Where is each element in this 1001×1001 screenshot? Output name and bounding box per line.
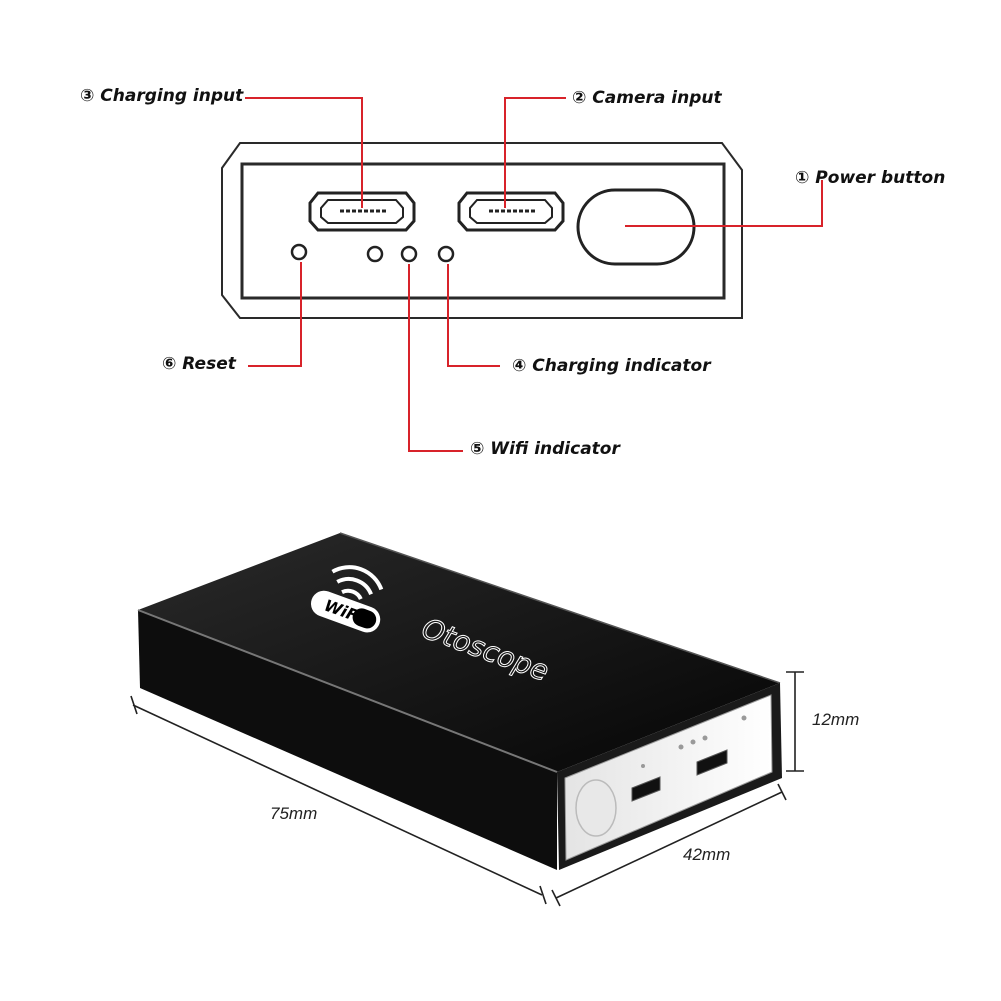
dim-line-length xyxy=(132,704,543,896)
device-end-cap xyxy=(564,694,773,861)
charging-indicator-led xyxy=(437,245,455,263)
label-charging-input: ③ Charging input xyxy=(80,86,244,106)
leader-camera-input xyxy=(504,97,566,208)
label-power-button: ① Power button xyxy=(795,168,946,188)
charging-input-port xyxy=(308,191,416,232)
leader-power-button xyxy=(625,180,823,227)
leader-charging-input xyxy=(245,97,363,208)
label-charging-indicator: ④ Charging indicator xyxy=(512,356,711,376)
label-wifi-indicator: ⑤ Wifi indicator xyxy=(470,439,620,459)
reset-hole xyxy=(290,243,308,261)
leader-wifi-indicator xyxy=(408,264,463,452)
device-front-face xyxy=(138,610,557,870)
device-led-dots xyxy=(641,715,747,768)
led-left xyxy=(366,245,384,263)
label-camera-input: ② Camera input xyxy=(572,88,722,108)
dim-line-width xyxy=(555,791,783,899)
wifi-indicator-led xyxy=(400,245,418,263)
label-reset: ⑥ Reset xyxy=(162,354,236,374)
leader-charging-indicator xyxy=(447,264,500,367)
dim-label-width: 42mm xyxy=(683,845,731,864)
dim-label-length: 75mm xyxy=(270,804,318,823)
dimension-lines xyxy=(130,671,804,907)
camera-input-port xyxy=(457,191,565,232)
dim-label-height: 12mm xyxy=(812,710,860,729)
leader-reset xyxy=(248,262,302,367)
device-power-button xyxy=(575,779,617,837)
leader-lines xyxy=(245,97,823,452)
device-top-face xyxy=(138,533,780,772)
device-ports xyxy=(631,749,728,802)
